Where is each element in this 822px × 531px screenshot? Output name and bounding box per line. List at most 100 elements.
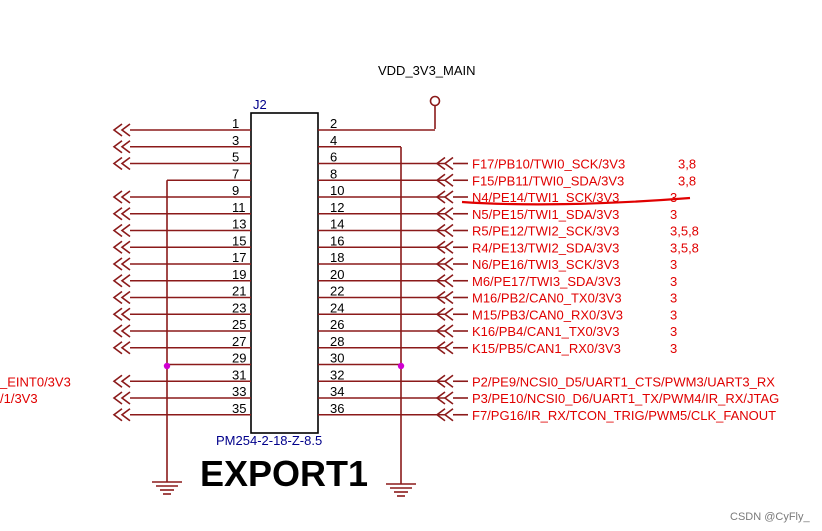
pin-number: 4 xyxy=(330,133,337,148)
page-reference: 3 xyxy=(670,190,677,205)
net-label: F17/PB10/TWI0_SCK/3V3 xyxy=(472,157,625,172)
pin-number: 23 xyxy=(232,300,246,315)
port-arrow xyxy=(435,257,454,271)
net-label: K15/PB5/CAN1_RX0/3V3 xyxy=(472,341,621,356)
net-label: M6/PE17/TWI3_SDA/3V3 xyxy=(472,274,621,289)
junction-dot-left xyxy=(163,362,171,370)
pin-number: 1 xyxy=(232,116,239,131)
pin-number: 2 xyxy=(330,116,337,131)
net-label: M16/PB2/CAN0_TX0/3V3 xyxy=(472,291,622,306)
pin-number: 32 xyxy=(330,367,344,382)
pin-number: 19 xyxy=(232,267,246,282)
port-arrow xyxy=(112,307,131,321)
pin-number: 6 xyxy=(330,150,337,165)
pin-number: 28 xyxy=(330,334,344,349)
net-label: N4/PE14/TWI1_SCK/3V3 xyxy=(472,190,619,205)
pin-number: 34 xyxy=(330,384,344,399)
page-reference: 3 xyxy=(670,291,677,306)
port-arrow xyxy=(435,408,454,422)
pin-number: 9 xyxy=(232,183,239,198)
port-arrow xyxy=(112,223,131,238)
pin-number: 27 xyxy=(232,334,246,349)
pin-number: 21 xyxy=(232,284,246,299)
port-arrow xyxy=(435,374,454,388)
pin-number: 24 xyxy=(330,300,344,315)
port-arrow xyxy=(112,190,131,204)
page-reference: 3 xyxy=(670,324,677,339)
port-arrow xyxy=(435,274,454,288)
pin-number: 30 xyxy=(330,351,344,366)
port-arrow xyxy=(435,307,454,321)
pin-number: 14 xyxy=(330,217,344,232)
net-label: /1/3V3 xyxy=(0,391,38,406)
left-net-labels: _EINT0/3V3/1/3V3 xyxy=(0,374,71,406)
watermark: CSDN @CyFly_ xyxy=(730,511,810,523)
port-arrow xyxy=(112,341,131,355)
pin-number: 15 xyxy=(232,233,246,248)
net-label: P2/PE9/NCSI0_D5/UART1_CTS/PWM3/UART3_RX xyxy=(472,374,775,389)
port-arrow xyxy=(112,374,131,388)
pin-number: 10 xyxy=(330,183,344,198)
port-arrow xyxy=(112,324,131,338)
pin-number: 3 xyxy=(232,133,239,148)
pin-number: 33 xyxy=(232,384,246,399)
page-reference: 3,8 xyxy=(678,173,696,188)
port-arrow xyxy=(112,408,131,422)
page-reference: 3 xyxy=(670,307,677,322)
page-reference: 3,8 xyxy=(678,157,696,172)
port-arrow xyxy=(435,341,454,355)
pin-number: 36 xyxy=(330,401,344,416)
junction-dot-right xyxy=(397,362,405,370)
connector-body xyxy=(250,112,319,434)
port-arrow xyxy=(112,391,131,405)
port-arrow xyxy=(435,190,454,204)
net-label: R5/PE12/TWI2_SCK/3V3 xyxy=(472,224,619,239)
page-reference: 3 xyxy=(670,341,677,356)
port-arrow xyxy=(435,173,454,187)
port-arrow xyxy=(112,156,131,171)
port-arrow xyxy=(435,207,454,221)
port-arrow xyxy=(435,240,454,254)
port-arrow xyxy=(435,156,454,171)
net-label: K16/PB4/CAN1_TX0/3V3 xyxy=(472,324,619,339)
port-arrow xyxy=(112,140,131,154)
pin-number: 5 xyxy=(232,150,239,165)
pin-number: 11 xyxy=(232,200,246,215)
power-symbol xyxy=(429,95,441,129)
pin-number: 22 xyxy=(330,284,344,299)
pin-number: 17 xyxy=(232,250,246,265)
net-label: N6/PE16/TWI3_SCK/3V3 xyxy=(472,257,619,272)
pin-number: 31 xyxy=(232,367,246,382)
port-arrow xyxy=(112,274,131,288)
pin-number: 7 xyxy=(232,166,239,181)
ground-symbol-left xyxy=(152,366,182,495)
net-label: F7/PG16/IR_RX/TCON_TRIG/PWM5/CLK_FANOUT xyxy=(472,408,776,423)
page-reference: 3,5,8 xyxy=(670,224,699,239)
page-reference: 3,5,8 xyxy=(670,240,699,255)
connector-title: EXPORT1 xyxy=(200,453,368,494)
pin-number: 20 xyxy=(330,267,344,282)
pin-number: 29 xyxy=(232,351,246,366)
power-label: VDD_3V3_MAIN xyxy=(378,63,476,78)
page-reference: 3 xyxy=(670,207,677,222)
pin-number: 25 xyxy=(232,317,246,332)
pin-number: 16 xyxy=(330,233,344,248)
page-reference: 3 xyxy=(670,257,677,272)
annotation-underline xyxy=(461,196,691,206)
net-label: R4/PE13/TWI2_SDA/3V3 xyxy=(472,240,619,255)
port-arrow xyxy=(112,123,131,137)
net-label: _EINT0/3V3 xyxy=(0,374,71,389)
port-arrow xyxy=(112,257,131,271)
port-arrow xyxy=(112,207,131,221)
ground-symbol-right xyxy=(386,147,416,497)
net-label: M15/PB3/CAN0_RX0/3V3 xyxy=(472,307,623,322)
pin-number: 13 xyxy=(232,217,246,232)
net-label: P3/PE10/NCSI0_D6/UART1_TX/PWM4/IR_RX/JTA… xyxy=(472,391,779,406)
connector-ref: J2 xyxy=(253,97,267,112)
port-arrow xyxy=(112,240,131,254)
page-reference: 3 xyxy=(670,274,677,289)
